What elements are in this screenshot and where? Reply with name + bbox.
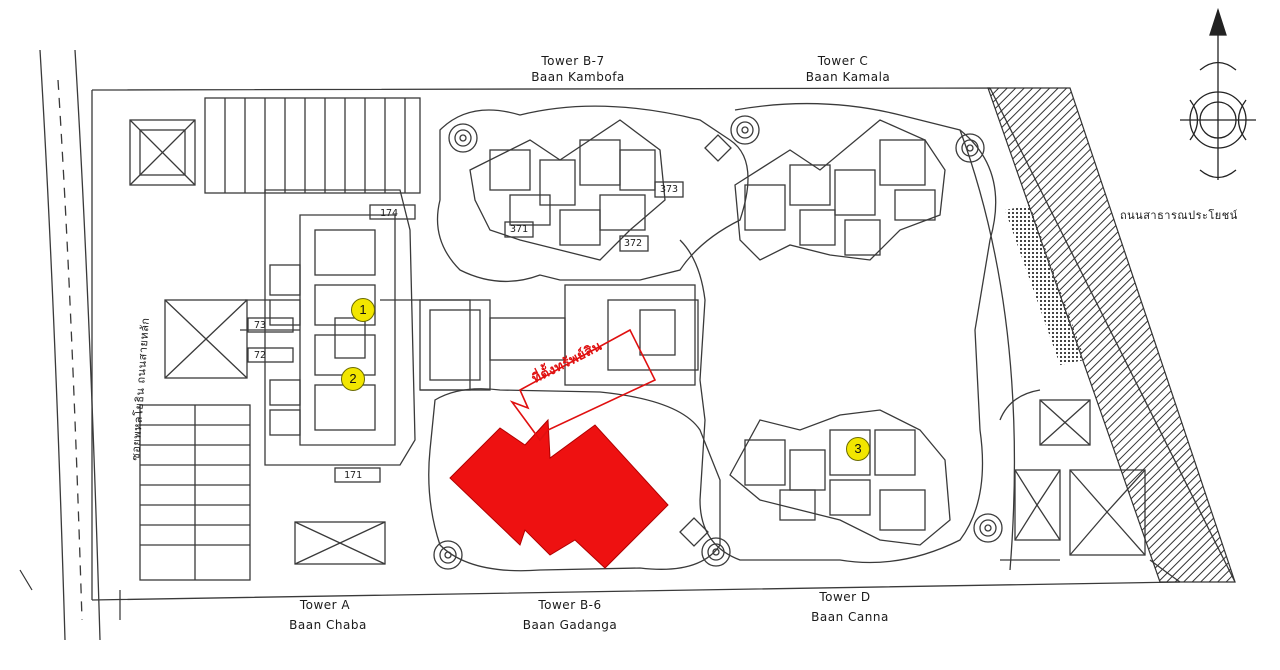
unit-number: 72 [254, 350, 267, 361]
tower-d-building [729, 409, 951, 546]
unit-number: 171 [344, 470, 363, 481]
location-marker-2: 2 [341, 367, 365, 391]
pavilion-left [164, 299, 248, 379]
road-right-label: ถนนสาธารณประโยชน์ [1120, 209, 1238, 222]
tower-d-label: Tower D [819, 590, 871, 604]
unit-number: 174 [380, 208, 399, 219]
unit-number: 373 [660, 184, 679, 195]
tower-b6-name: Baan Gadanga [522, 618, 618, 632]
parking-top [204, 97, 421, 194]
tower-c-name: Baan Kamala [805, 70, 891, 84]
garden-bottom [428, 388, 721, 572]
tower-b7-name: Baan Kambofa [531, 70, 625, 84]
unit-number: 371 [510, 224, 529, 235]
garden-right [679, 102, 997, 564]
main-road [39, 49, 101, 641]
tower-c-label: Tower C [817, 54, 869, 68]
property-pointer-arrow [509, 328, 657, 442]
unit-number: 372 [624, 238, 643, 249]
unit-number: 73 [254, 320, 267, 331]
hatched-road [987, 87, 1236, 583]
tower-b7-building [469, 119, 684, 261]
tower-b6-label: Tower B-6 [538, 598, 602, 612]
north-arrow-icon [1180, 7, 1256, 180]
site-boundary [91, 87, 1236, 601]
tower-b7-label: Tower B-7 [541, 54, 605, 68]
spiral-ornament [433, 115, 1003, 570]
parking-left [139, 404, 251, 581]
tower-d-name: Baan Canna [811, 610, 889, 624]
property-highlight [449, 418, 669, 569]
pavilion-top-left [129, 119, 196, 186]
tower-a-label: Tower A [299, 598, 351, 612]
location-marker-1: 1 [351, 298, 375, 322]
location-marker-3: 3 [846, 437, 870, 461]
garden-top [436, 105, 749, 283]
tower-a-name: Baan Chaba [289, 618, 367, 632]
tower-c-building [734, 119, 946, 261]
pavilion-bottom [294, 521, 386, 565]
tower-a-building [247, 189, 416, 483]
pavilions-right [999, 389, 1181, 583]
